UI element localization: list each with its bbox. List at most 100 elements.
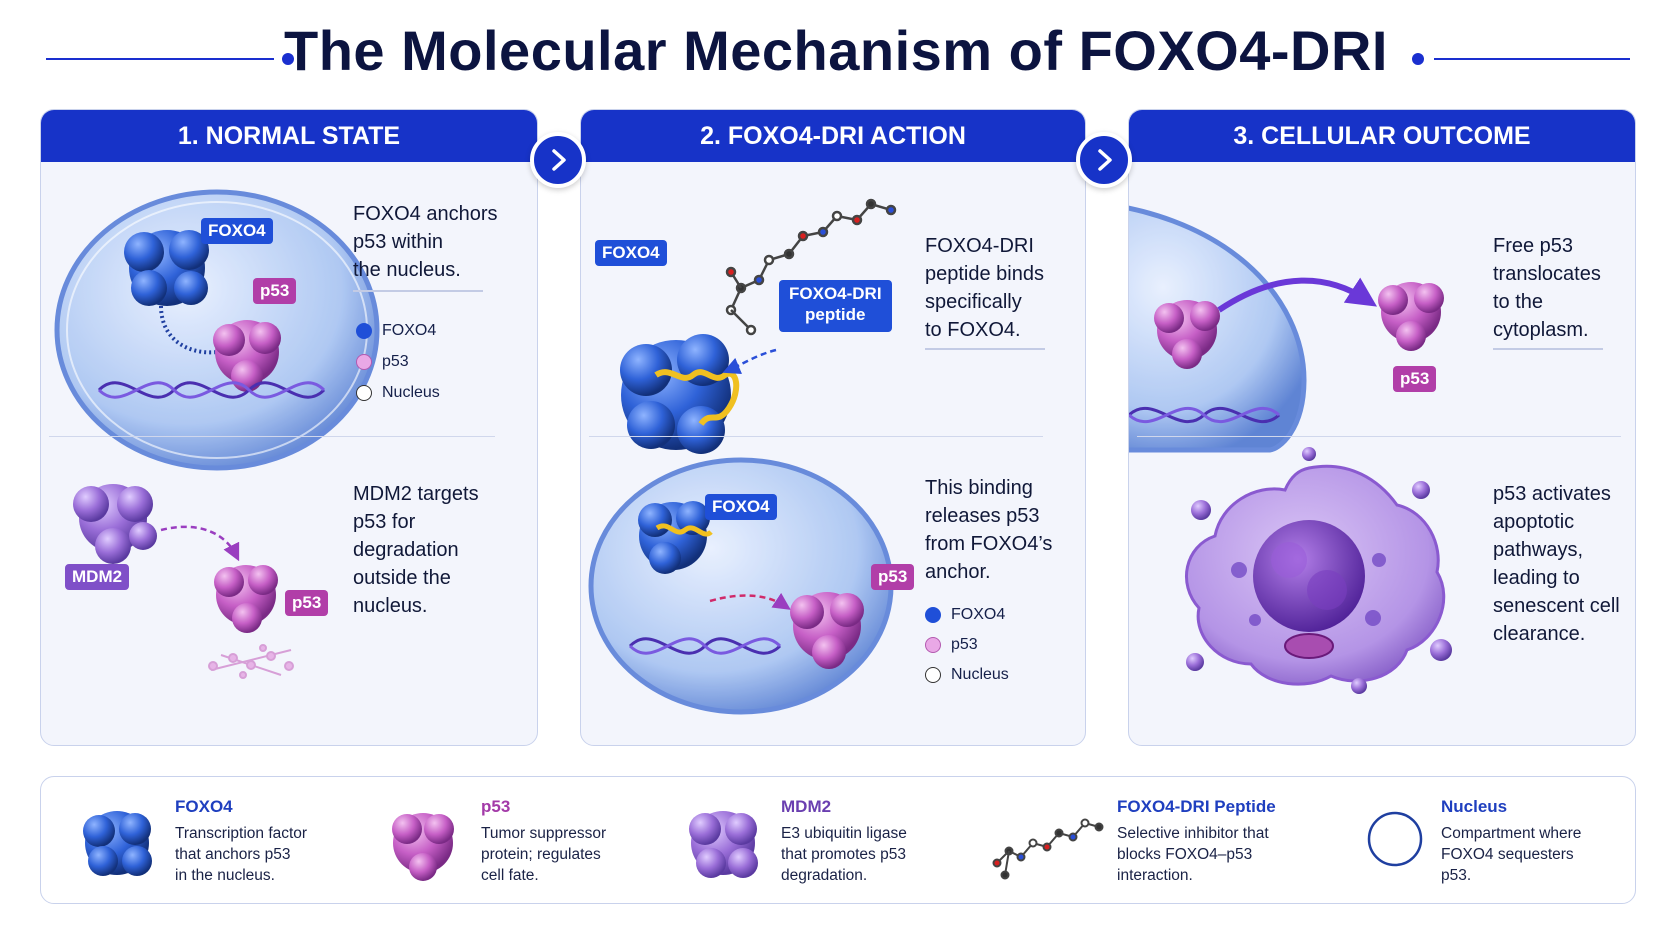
tag-line: peptide [805,305,866,324]
p53-protein-icon [392,813,454,881]
key-item-peptide: FOXO4-DRI Peptide Selective inhibitor th… [991,777,1311,905]
release-description: This binding releases p53 from FOXO4’s a… [925,474,1052,586]
foxo4-protein-icon [620,334,731,454]
text-line: degradation [353,539,459,561]
text-line: FOXO4 sequesters [1441,846,1574,863]
p53-tag: p53 [1393,366,1437,392]
text-line: interaction. [1117,867,1193,884]
text-line: nucleus. [353,595,428,617]
text-line: p53 within [353,231,444,253]
p53-protein-icon [213,320,281,392]
open-circle-icon [356,385,372,401]
text-line: to the [1493,291,1544,313]
key-description: Selective inhibitor that blocks FOXO4–p5… [1117,823,1307,886]
key-item-p53: p53 Tumor suppressor protein; regulates … [381,777,671,905]
foxo4-tag: FOXO4 [595,240,667,266]
p53-protein-icon [790,592,864,669]
text-line: protein; regulates [481,846,601,863]
text-line: translocates [1493,263,1601,285]
legend-label: Nucleus [382,384,440,401]
page-title: The Molecular Mechanism of FOXO4-DRI [284,19,1388,82]
panel-divider [589,436,1043,437]
blue-dot-icon [925,607,941,623]
p53-tag: p53 [253,278,297,304]
foxo4-tag: FOXO4 [201,218,273,244]
key-description: Tumor suppressor protein; regulates cell… [481,823,651,886]
text-line: Free p53 [1493,235,1574,257]
text-line: Compartment where [1441,825,1582,842]
apoptotic-cell-illustration [1185,447,1452,694]
panel-divider [1137,436,1621,437]
text-line: cytoplasm. [1493,319,1589,341]
translocation-description: Free p53 translocates to the cytoplasm. [1493,232,1601,344]
legend-label: FOXO4 [951,606,1006,623]
text-line: in the nucleus. [175,867,275,884]
normal-state-description: FOXO4 anchors p53 within the nucleus. [353,200,498,284]
next-step-chevron-2 [1076,132,1132,188]
mdm2-description: MDM2 targets p53 for degradation outside… [353,480,479,620]
text-line: apoptotic [1493,511,1575,533]
degraded-fragments-icon [208,644,294,679]
title-rule-left [46,58,274,60]
mdm2-illustration [73,484,294,679]
pink-dot-icon [925,637,941,653]
text-line: FOXO4 anchors [353,203,498,225]
key-description: Transcription factor that anchors p53 in… [175,823,345,886]
text-line: Transcription factor [175,825,308,842]
panel-heading: 3. CELLULAR OUTCOME [1129,110,1635,162]
text-line: anchor. [925,561,991,583]
text-line: MDM2 targets [353,483,479,505]
panel-heading: 1. NORMAL STATE [41,110,537,162]
chevron-right-icon [552,149,566,171]
apoptosis-description: p53 activates apoptotic pathways, leadin… [1493,480,1620,648]
key-description: E3 ubiquitin ligase that promotes p53 de… [781,823,951,886]
text-line: blocks FOXO4–p53 [1117,846,1253,863]
foxo4-protein-icon [638,501,710,574]
text-underline [353,290,483,292]
text-underline [1493,348,1603,350]
panel-heading: 2. FOXO4-DRI ACTION [581,110,1085,162]
text-line: from FOXO4’s [925,533,1053,555]
next-step-chevron-1 [530,132,586,188]
foxo4-protein-icon [83,811,152,876]
panel-divider [49,436,495,437]
legend-label: p53 [382,353,409,370]
title-rule-right [1434,58,1630,60]
text-underline [925,348,1045,350]
title-dot-left [282,53,294,65]
key-title: FOXO4-DRI Peptide [1117,797,1276,816]
p53-protein-icon [1378,282,1444,351]
key-description: Compartment where FOXO4 sequesters p53. [1441,823,1611,886]
legend-label: p53 [951,636,978,653]
text-line: Selective inhibitor that [1117,825,1269,842]
text-line: degradation. [781,867,868,884]
text-line: E3 ubiquitin ligase [781,825,907,842]
open-circle-icon [925,667,941,683]
text-line: p53 for [353,511,416,533]
dna-helix-icon [628,637,782,655]
key-title: p53 [481,797,511,816]
text-line: leading to [1493,567,1580,589]
text-line: the nucleus. [353,259,461,281]
dna-helix-icon [97,381,326,399]
peptide-helix-icon [655,523,713,537]
mdm2-protein-icon [689,811,758,878]
legend-key: FOXO4 Transcription factor that anchors … [40,776,1636,904]
text-line: peptide binds [925,263,1044,285]
key-item-nucleus: Nucleus Compartment where FOXO4 sequeste… [1367,777,1627,905]
text-line: releases p53 [925,505,1040,527]
text-line: that promotes p53 [781,846,906,863]
key-title: Nucleus [1441,797,1508,816]
panel-normal-state: 1. NORMAL STATE FOXO4 p53 FOXO4 anchors … [40,109,538,746]
text-line: FOXO4-DRI [925,235,1034,257]
title-dot-right [1412,53,1424,65]
p53-protein-icon [214,565,278,633]
p53-tag: p53 [871,564,915,590]
key-item-mdm2: MDM2 E3 ubiquitin ligase that promotes p… [681,777,971,905]
peptide-helix-icon [654,369,740,426]
nucleus-circle-icon [1367,811,1423,867]
dna-helix-icon [1129,406,1281,424]
peptide-molecule-icon [725,198,897,336]
legend-label: Nucleus [951,666,1009,683]
tag-line: FOXO4-DRI [789,284,882,303]
